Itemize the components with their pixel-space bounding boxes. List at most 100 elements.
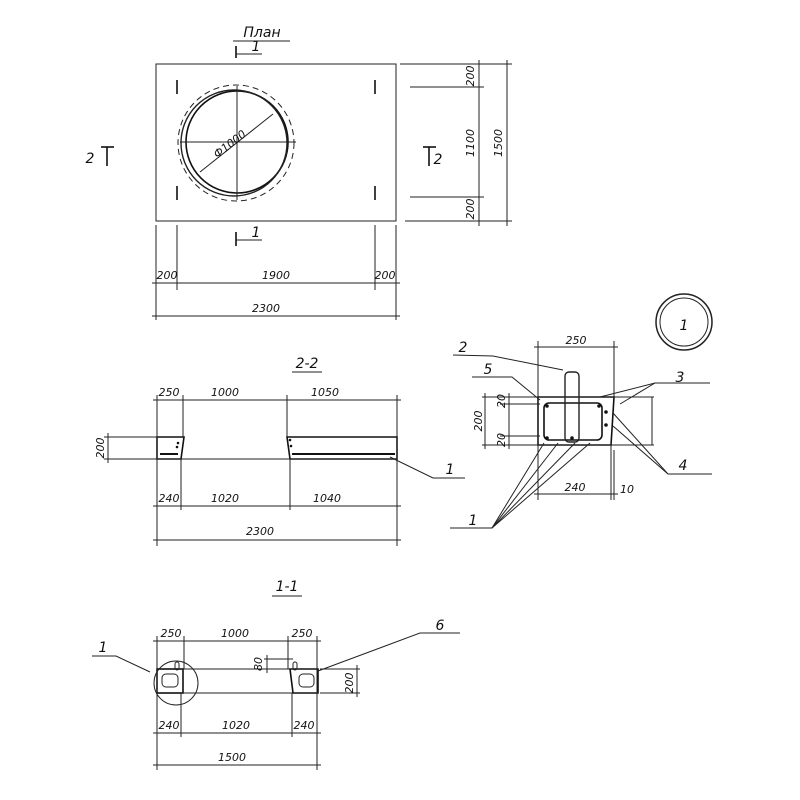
drawing-line [92, 632, 460, 770]
dimension-label: 1 [446, 462, 455, 478]
section-2-2-title: 2-2 [296, 356, 319, 372]
plan-view: План 1 Ф1000 1 2 2 200 1900 200 2300 200… [86, 25, 512, 320]
drawing-line [450, 442, 545, 529]
drawing-line [564, 371, 580, 443]
drawing-line [452, 354, 564, 371]
dimension-label: 6 [436, 618, 445, 634]
dimension-label: 1 [99, 640, 108, 656]
detail-marker: 1 [680, 318, 689, 334]
drawing-line [286, 436, 398, 460]
dimension-label: 250 [161, 627, 182, 640]
drawing-line [619, 382, 656, 405]
drawing-line [175, 445, 179, 449]
drawing-line [491, 442, 591, 529]
dimension-label: 2300 [246, 525, 274, 538]
drawing-line [655, 293, 713, 351]
dimension-label: 2 [86, 151, 95, 167]
drawing-line [400, 60, 512, 226]
dimension-label: 4 [679, 458, 688, 474]
drawing-line [152, 225, 400, 320]
dimension-label: 1040 [313, 492, 341, 505]
dimension-label: 250 [159, 386, 180, 399]
slab-outline [155, 63, 397, 222]
dimension-label: 200 [343, 673, 356, 694]
dimension-label: 2 [459, 340, 468, 356]
dimension-label: 200 [94, 438, 107, 459]
dimension-label: 240 [565, 481, 586, 494]
detail-1: 1 250 240 10 200 20 20 2 5 3 4 1 [450, 293, 713, 529]
dimension-label: 1500 [492, 129, 505, 157]
drawing-line [160, 438, 395, 455]
dimension-label: 2300 [252, 302, 280, 315]
dimension-label: 2 [434, 152, 443, 168]
dimension-label: 1050 [311, 386, 339, 399]
dimension-label: 80 [252, 657, 265, 671]
drawing-line [612, 425, 669, 475]
dimension-label: 250 [292, 627, 313, 640]
dimension-label: 1500 [218, 751, 246, 764]
drawing-line [604, 410, 608, 414]
drawing-line [450, 341, 712, 529]
drawing-line [174, 661, 180, 671]
dimension-label: 200 [464, 66, 477, 87]
section-cut-2-right: 2 [423, 146, 443, 168]
drawing-line [491, 442, 576, 529]
drawing-line [604, 423, 608, 427]
dimension-label: 200 [472, 411, 485, 432]
drawing-line [599, 382, 710, 398]
section-1-1-title: 1-1 [276, 579, 299, 595]
section-1-1: 1-1 250 1000 250 240 1020 240 1500 80 20… [92, 579, 460, 770]
dimension-label: 240 [294, 719, 315, 732]
drawing-line [289, 444, 293, 448]
dimension-label: 240 [159, 492, 180, 505]
dimension-label: 1 [469, 513, 478, 529]
drawing-line [292, 661, 298, 671]
drawing-line [545, 404, 608, 440]
drawing-line [160, 453, 178, 455]
drawing-line [289, 668, 319, 694]
drawing-line [161, 673, 179, 688]
drawing-line [472, 376, 541, 401]
dimension-label: 200 [157, 269, 178, 282]
dimension-label: 1100 [464, 129, 477, 157]
section-cut-1-bottom: 1 [235, 225, 262, 246]
section-2-2: 2-2 250 1000 1050 240 1020 1040 2300 200… [94, 356, 465, 546]
drawing-line [92, 655, 151, 673]
drawing-line [199, 113, 274, 173]
dashed-circle [177, 84, 295, 202]
drawing-line [491, 442, 559, 529]
dimension-label: 1020 [211, 492, 239, 505]
drawing-line [317, 632, 460, 672]
plan-title: План [243, 25, 280, 41]
drawing-line [389, 456, 465, 479]
dimension-label: 10 [620, 483, 634, 496]
dimension-label: 1 [252, 39, 261, 55]
dimension-label: 200 [464, 199, 477, 220]
drawing-line [292, 453, 395, 455]
dimension-label: 20 [495, 394, 508, 408]
drawing-line [570, 436, 574, 440]
dimension-label: 250 [566, 334, 587, 347]
dimension-label: 3 [676, 370, 685, 386]
dimension-label: 1020 [222, 719, 250, 732]
drawing-line [153, 660, 199, 706]
dimension-label: 5 [484, 362, 493, 378]
drawing-line [176, 80, 376, 200]
drawing-line [597, 404, 601, 408]
dimension-label: 240 [159, 719, 180, 732]
dimension-label: 1000 [211, 386, 239, 399]
drawing-line [298, 673, 315, 688]
dimension-label: 1900 [262, 269, 290, 282]
section-cut-2-left: 2 [86, 146, 114, 167]
drawing-line [545, 436, 549, 440]
drawing-line [659, 297, 709, 347]
diameter-label: Ф1000 [211, 128, 249, 161]
dimension-label: 1 [252, 225, 261, 241]
drawing-line [156, 436, 185, 460]
drawing-line [156, 668, 184, 694]
drawing-line [180, 89, 288, 197]
drawing-line [288, 438, 292, 442]
drawing-line [543, 402, 603, 441]
dimension-label: 20 [495, 433, 508, 447]
